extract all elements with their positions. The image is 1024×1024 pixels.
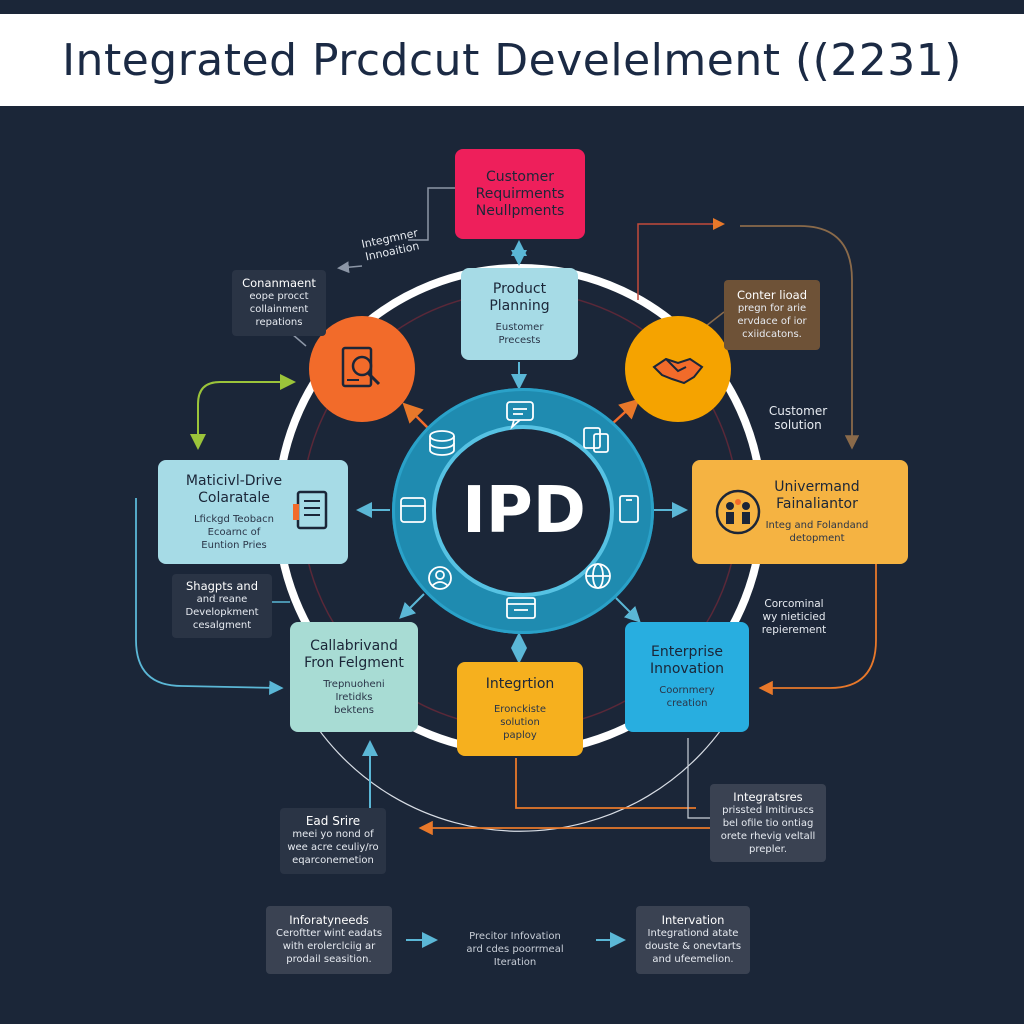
note-top-left-line-2: eope procct: [249, 291, 309, 302]
note-top-right-line-4: cxiidcatons.: [742, 329, 802, 340]
float-corcominal: Corcominal wy nieticied repierement: [752, 598, 836, 637]
customer-requirements-box: Customer Requirments Neullpments: [455, 149, 585, 239]
team-icon: [715, 489, 761, 535]
note-left-mid-line-4: cesalgment: [192, 620, 252, 631]
customer-requirements-line-1: Customer: [485, 168, 554, 185]
note-top-left-line-3: collainment: [249, 304, 309, 315]
footer-note-mid-line-3: Iteration: [493, 957, 537, 968]
note-top-left-line-4: repations: [255, 317, 303, 328]
callabrivand-sub-2: Iretidks: [335, 691, 373, 703]
integration-sub-3: paploy: [503, 730, 537, 741]
integration-sub-2: solution: [500, 717, 540, 728]
matic-drive-title-2: Colaratale: [198, 489, 270, 506]
enterprise-innovation-box: Enterprise Innovation Coornmery creation: [625, 622, 749, 732]
footer-note-mid: Precitor Infovation ard cdes poorrmeal I…: [446, 930, 584, 969]
product-planning-sub-1: Eustomer: [495, 322, 544, 333]
note-bottom-right-line-5: prepler.: [748, 843, 788, 855]
search-document-icon: [341, 346, 381, 388]
note-bottom-left-line-4: eqarconemetion: [292, 855, 374, 866]
note-top-right: Conter lioad pregn for arie ervdace of i…: [724, 280, 820, 350]
customer-requirements-line-3: Neullpments: [475, 202, 565, 219]
ipd-label: IPD: [462, 474, 586, 548]
footer-note-right: Intervation Integrationd atate douste & …: [636, 906, 750, 974]
enterprise-innovation-title-1: Enterprise: [650, 644, 724, 660]
ipd-ring: [392, 388, 654, 634]
univermand-box: Univermand Fainaliantor Integ and Foland…: [692, 460, 908, 564]
footer-note-mid-line-1: Precitor Infovation: [469, 931, 561, 942]
note-left-mid: Shagpts and and reane Developkment cesal…: [172, 574, 272, 638]
footer-note-left-line-3: with erolerclciig ar: [282, 941, 376, 952]
footer-note-right-line-2: Integrationd atate: [647, 928, 739, 939]
lower-arc: [299, 699, 741, 832]
product-planning-sub-2: Precests: [498, 335, 541, 346]
note-top-right-line-3: ervdace of ior: [737, 316, 807, 327]
note-left-mid-line-3: Developkment: [185, 607, 259, 618]
ipd-core: [432, 425, 614, 597]
integration-sub-1: Eronckiste: [493, 704, 547, 715]
page-title: Integrated Prcdcut Develelment ((2231): [62, 34, 962, 86]
integration-title: Integrtion: [485, 676, 555, 692]
product-planning-title-1: Product: [492, 281, 547, 297]
callabrivand-box: Callabrivand Fron Felgment Trepnuoheni I…: [290, 622, 418, 732]
document-list-icon: [293, 490, 328, 530]
note-bottom-left-line-2: meei yo nond of: [292, 829, 374, 840]
note-top-right-line-2: pregn for arie: [737, 303, 807, 314]
univermand-text: Univermand Fainaliantor Integ and Foland…: [742, 479, 892, 545]
product-planning-box: Product Planning Eustomer Precests: [461, 268, 578, 360]
univermand-title-1: Univermand: [774, 479, 860, 495]
float-corcominal-line-2: wy nieticied: [762, 611, 826, 623]
callabrivand-title-2: Fron Felgment: [304, 654, 404, 671]
note-bottom-left-line-3: wee acre ceuliy/ro: [287, 842, 379, 853]
matic-drive-sub-3: Euntion Pries: [201, 539, 267, 551]
matic-drive-sub-1: Lfickgd Teobacn: [193, 513, 275, 525]
note-bottom-left-line-1: Ead Srire: [305, 814, 361, 828]
footer-note-left-line-2: Ceroftter wint eadats: [275, 928, 383, 939]
note-bottom-left: Ead Srire meei yo nond of wee acre ceuli…: [280, 808, 386, 874]
callabrivand-title-1: Callabrivand: [310, 637, 398, 654]
note-left-mid-line-1: Shagpts and: [185, 579, 259, 593]
matic-drive-sub-2: Ecoarnc of: [207, 526, 261, 538]
note-bottom-right-line-2: prissted Imitiruscs: [722, 804, 814, 816]
footer-note-mid-line-2: ard cdes poorrmeal: [466, 944, 564, 955]
callabrivand-sub-1: Trepnuoheni: [323, 678, 385, 690]
note-bottom-right: Integratsres prissted Imitiruscs bel ofi…: [710, 784, 826, 862]
note-top-left: Conanmaent eope procct collainment repat…: [232, 270, 326, 336]
matic-drive-title-1: Maticivl-Drive: [185, 472, 283, 489]
callabrivand-sub-3: bektens: [334, 704, 374, 716]
enterprise-innovation-sub-2: creation: [666, 698, 708, 709]
note-bottom-right-line-4: orete rhevig veltall: [720, 830, 816, 842]
customer-requirements-line-2: Requirments: [475, 185, 565, 202]
note-left-mid-line-2: and reane: [196, 594, 248, 605]
product-planning-title-2: Planning: [489, 298, 550, 314]
univermand-title-2: Fainaliantor: [776, 496, 858, 512]
float-corcominal-line-1: Corcominal: [764, 598, 824, 610]
handshake-circle: [625, 316, 731, 422]
footer-note-right-line-1: Intervation: [661, 913, 725, 927]
float-corcominal-line-3: repierement: [761, 624, 827, 636]
note-top-left-line-1: Conanmaent: [242, 276, 316, 290]
note-bottom-right-line-1: Integratsres: [733, 789, 803, 804]
footer-note-left: Inforatyneeds Ceroftter wint eadats with…: [266, 906, 392, 974]
enterprise-innovation-sub-1: Coornmery: [659, 685, 715, 696]
float-customer-solution: Customer solution: [756, 404, 840, 432]
enterprise-innovation-title-2: Innovation: [649, 661, 725, 677]
note-bottom-right-line-3: bel ofile tio ontiag: [722, 817, 814, 829]
footer-note-right-line-3: douste & onevtarts: [644, 941, 742, 952]
title-bar: Integrated Prcdcut Develelment ((2231): [0, 14, 1024, 106]
float-customer-solution-line-2: solution: [774, 418, 822, 432]
footer-note-right-line-4: and ufeemelion.: [652, 954, 734, 965]
integration-box: Integrtion Eronckiste solution paploy: [457, 662, 583, 756]
footer-note-left-line-4: prodail seasition.: [286, 954, 372, 965]
handshake-icon: [652, 357, 704, 385]
float-customer-solution-line-1: Customer: [768, 404, 828, 418]
footer-note-left-line-1: Inforatyneeds: [289, 913, 369, 927]
matic-drive-text: Maticivl-Drive Colaratale Lfickgd Teobac…: [174, 473, 294, 552]
univermand-sub-2: detopment: [789, 533, 845, 544]
matic-drive-box: Maticivl-Drive Colaratale Lfickgd Teobac…: [158, 460, 348, 564]
search-circle: [309, 316, 415, 422]
univermand-sub-1: Integ and Folandand: [765, 520, 869, 531]
note-top-right-line-1: Conter lioad: [736, 288, 808, 302]
